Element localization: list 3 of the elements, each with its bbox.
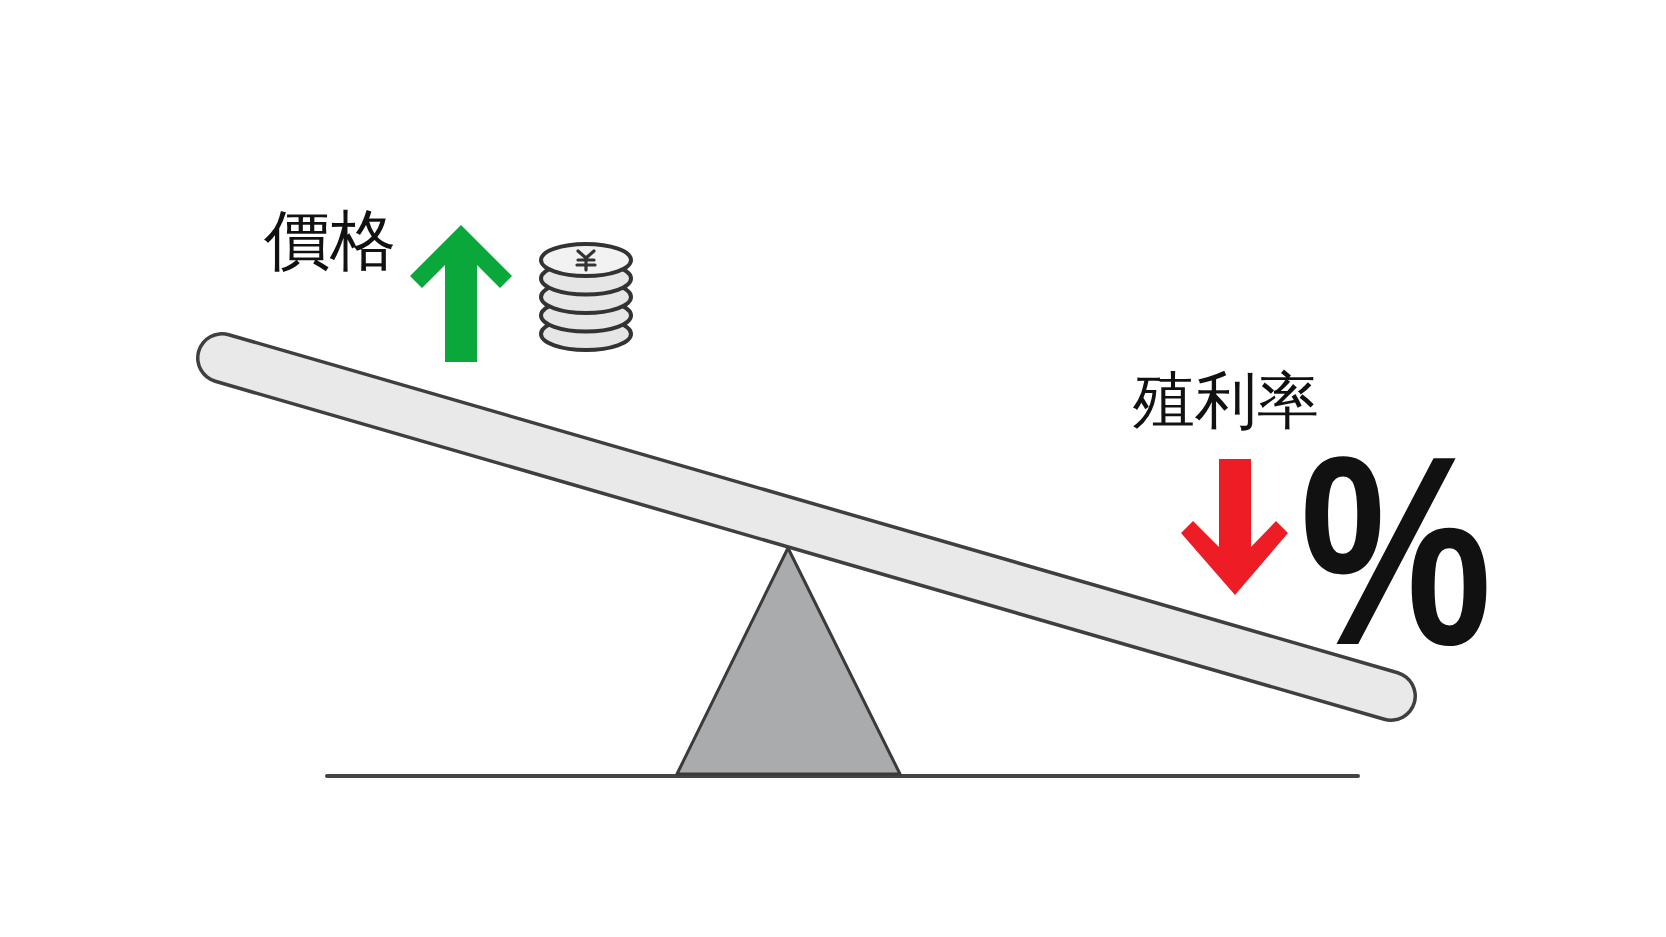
percent-sign: % [1300,440,1493,662]
yield-label: 殖利率 [1133,370,1319,432]
price-label: 價格 [264,207,396,273]
